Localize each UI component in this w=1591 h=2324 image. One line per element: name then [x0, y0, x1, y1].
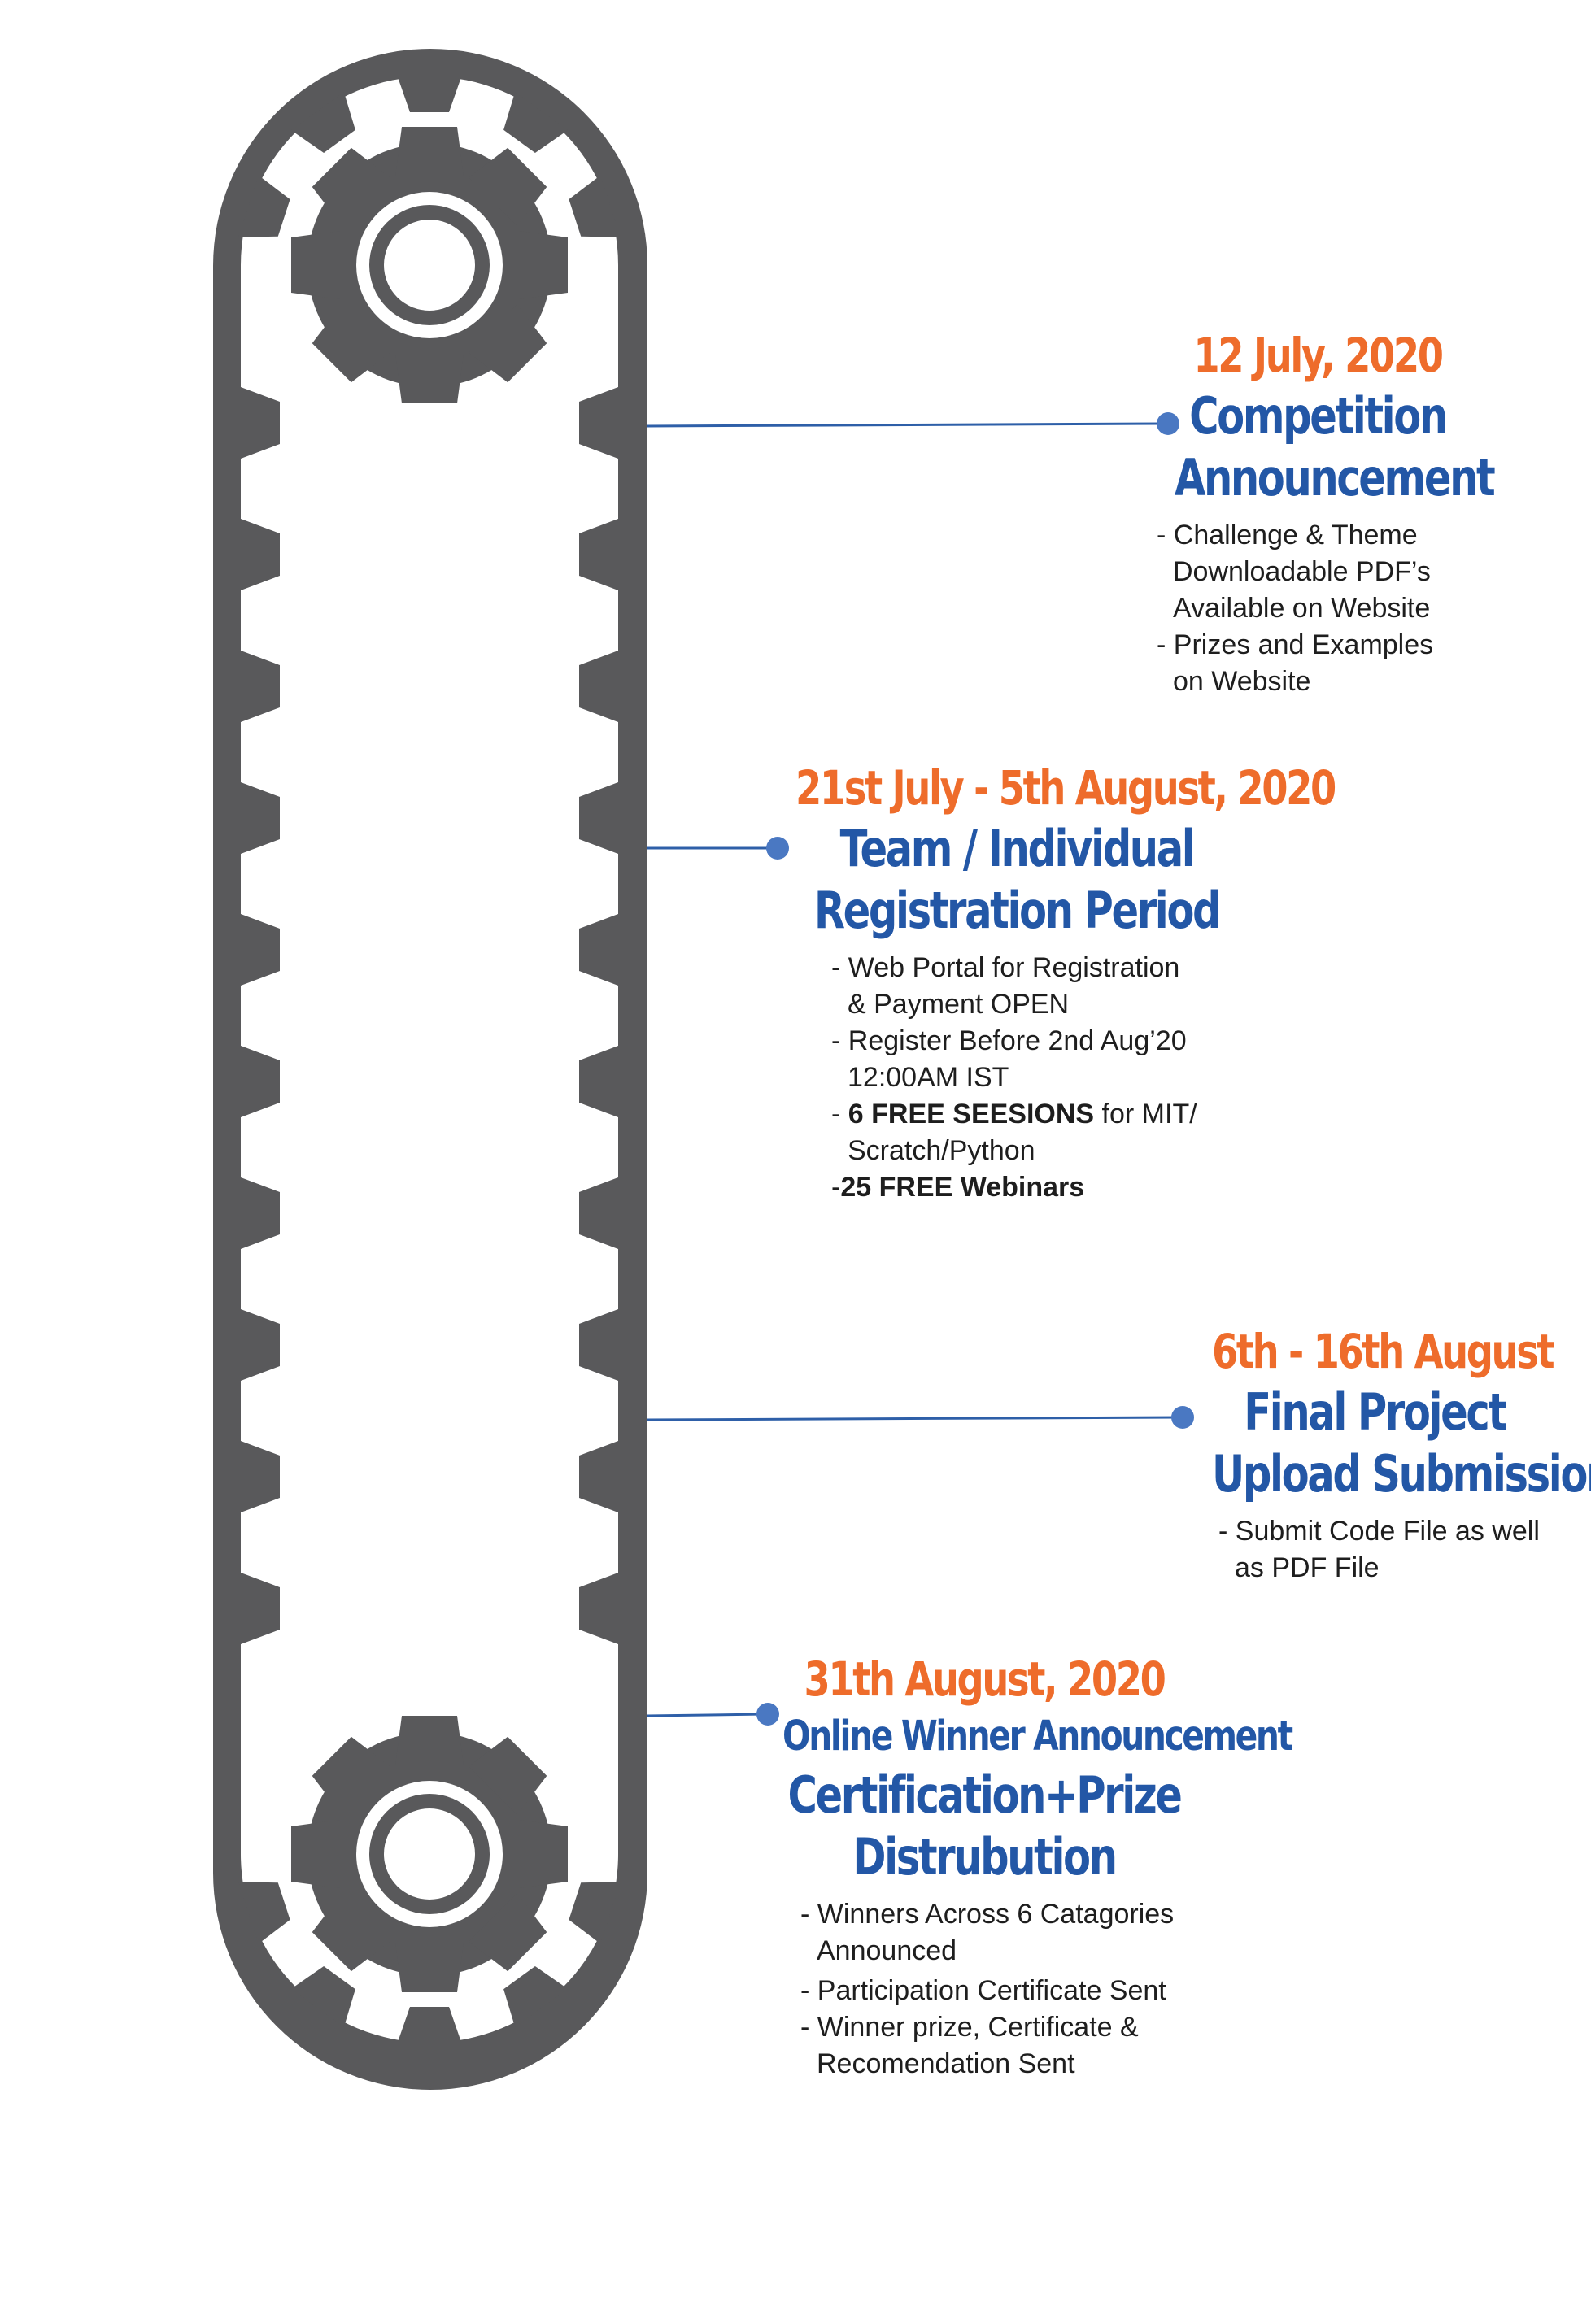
belt-tooth: [579, 1046, 618, 1117]
belt-tooth: [241, 387, 280, 459]
event-date: 21st July - 5th August, 2020: [796, 760, 1336, 816]
event-title-line: Registration Period: [813, 881, 1222, 940]
timeline-event-4: 31th August, 2020 Online Winner Announce…: [732, 1649, 1293, 2082]
belt-tooth: [241, 1177, 280, 1249]
belt-tooth: [241, 1309, 280, 1381]
belt-tooth: [238, 175, 290, 237]
bullet-item: - 6 FREE SEESIONS for MIT/Scratch/Python: [831, 1099, 1197, 1166]
belt-tooth: [241, 782, 280, 854]
event-bullets: - Web Portal for Registration& Payment O…: [831, 950, 1293, 1206]
event-title-line: Online Winner Announcement: [782, 1713, 1293, 1760]
belt-tooth: [241, 914, 280, 986]
timeline-event-1: 12 July, 2020 Competition Announcement -…: [1139, 325, 1497, 700]
bullet-item: -25 FREE Webinars: [831, 1172, 1085, 1203]
event-title-line: Final Project: [1244, 1382, 1507, 1442]
belt-tooth: [241, 519, 280, 590]
belt-tooth: [579, 651, 618, 722]
belt-tooth: [579, 1441, 618, 1512]
belt-tooth: [397, 2007, 462, 2044]
connector-4: [646, 1703, 779, 1726]
gear-icon: [291, 127, 568, 403]
belt-tooth: [503, 1965, 568, 2027]
event-title-line: Announcement: [1175, 448, 1496, 507]
belt-tooth: [241, 651, 280, 722]
event-date: 6th - 16th August: [1212, 1324, 1555, 1379]
belt-tooth: [579, 1309, 618, 1381]
gear-icon: [291, 1716, 568, 1992]
event-date: 31th August, 2020: [804, 1652, 1166, 1707]
event-title-line: Distrubution: [852, 1827, 1118, 1887]
bullet-item: - Participation Certificate Sent: [800, 1975, 1166, 2006]
timeline-event-2: 21st July - 5th August, 2020 Team / Indi…: [740, 758, 1336, 1206]
belt-tooth: [241, 1046, 280, 1117]
belt-tooth: [579, 1177, 618, 1249]
event-title-line: Certification+Prize: [787, 1765, 1182, 1825]
connector-3: [646, 1406, 1194, 1429]
belt-tooth: [397, 75, 462, 112]
event-title-line: Competition: [1189, 386, 1448, 446]
belt-tooth: [579, 519, 618, 590]
belt-inner: [238, 75, 621, 2044]
belt-tooth: [241, 1441, 280, 1512]
event-title-line: Upload Submission: [1212, 1444, 1591, 1504]
belt-tooth: [579, 782, 618, 854]
event-title-line: Team / Individual: [839, 819, 1196, 878]
belt-tooth: [579, 387, 618, 459]
belt-tooth: [291, 92, 355, 154]
event-date: 12 July, 2020: [1193, 328, 1444, 383]
belt-tooth: [569, 1882, 621, 1944]
bullet-item: - Web Portal for Registration& Payment O…: [831, 952, 1180, 1020]
belt-tooth: [241, 1573, 280, 1644]
bullet-item: - Winner prize, Certificate &Recomendati…: [800, 2012, 1139, 2079]
timeline-event-3: 6th - 16th August Final Project Upload S…: [1171, 1321, 1591, 1586]
belt-tooth: [579, 1573, 618, 1644]
belt-tooth: [569, 175, 621, 237]
connector-1: [646, 412, 1179, 435]
belt-tooth: [503, 92, 568, 154]
belt-tooth: [579, 914, 618, 986]
belt-tooth: [238, 1882, 290, 1944]
connector-2: [647, 837, 789, 860]
belt-tooth: [291, 1965, 355, 2027]
